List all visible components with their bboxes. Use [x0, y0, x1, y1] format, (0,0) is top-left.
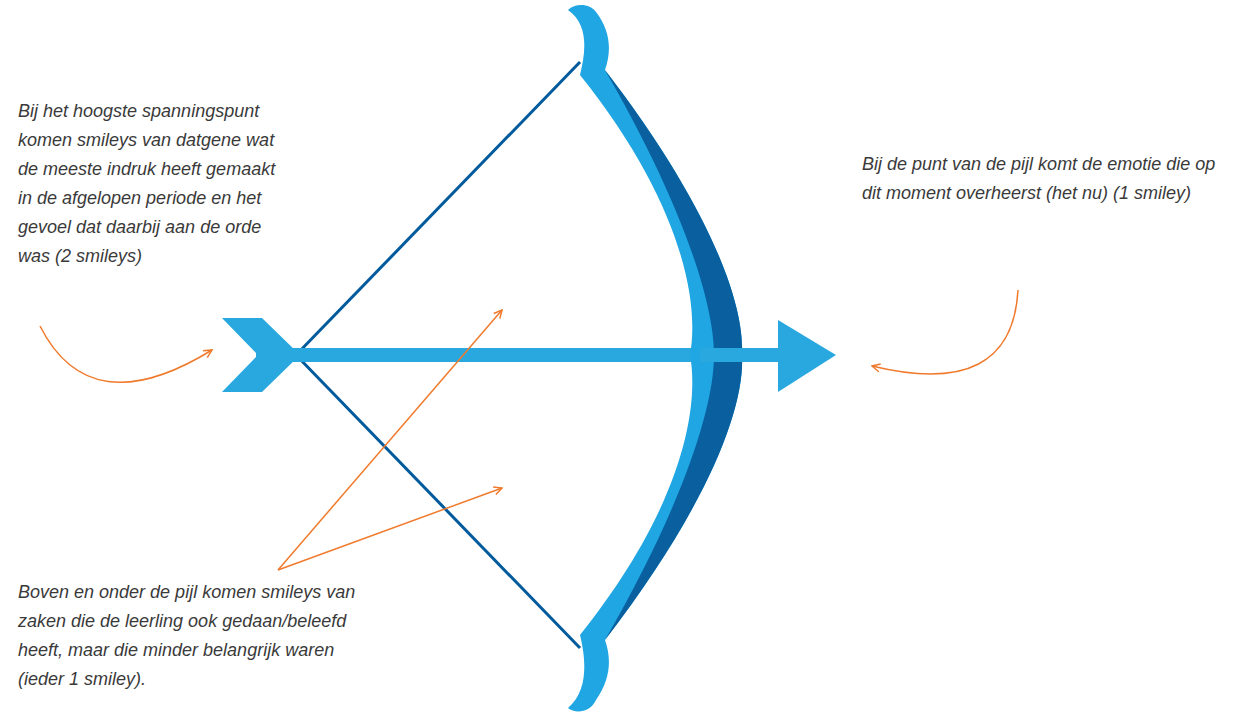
leader-line — [40, 326, 212, 382]
callout-note: Boven en onder de pijl komen smileys van… — [18, 578, 363, 694]
leader-line — [278, 488, 502, 570]
arrow-head — [778, 320, 836, 392]
callout-note: Bij de punt van de pijl komt de emotie d… — [862, 150, 1222, 208]
leader-line — [872, 290, 1018, 374]
bow-string — [296, 355, 580, 648]
arrow-fletching — [222, 318, 300, 392]
arrow-shaft — [700, 348, 786, 362]
arrow-shaft — [256, 348, 786, 362]
callout-note: Bij het hoogste spanningspunt komen smil… — [18, 97, 293, 271]
leader-line — [278, 310, 502, 570]
bow-string — [296, 62, 580, 355]
